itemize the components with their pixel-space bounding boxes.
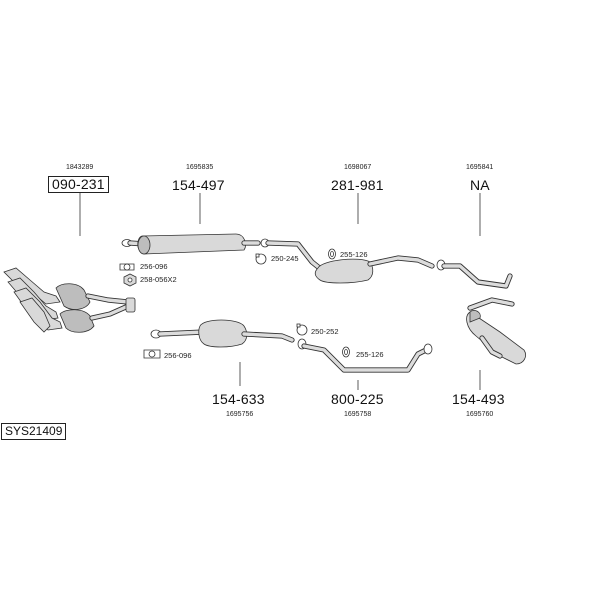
centre-silencer-part[interactable] [260,238,435,284]
part-number-154-497[interactable]: 154-497 [172,177,225,193]
part-number-281-981[interactable]: 281-981 [331,177,384,193]
front-silencer-part[interactable] [121,233,261,255]
gasket-256-096-top-icon[interactable] [119,263,135,271]
fitting-label-255-126-bottom[interactable]: 255-126 [356,350,384,359]
part-number-090-231[interactable]: 090-231 [48,176,109,193]
part-number-na[interactable]: NA [470,177,490,193]
nut-258-056x2-icon[interactable] [123,273,137,287]
centre-pipe-part[interactable] [297,338,433,373]
system-code-label: SYS21409 [1,423,67,440]
fitting-label-256-096-top[interactable]: 256-096 [140,262,168,271]
gasket-256-096-bottom-icon[interactable] [143,349,161,359]
fitting-label-250-252[interactable]: 250-252 [311,327,339,336]
fitting-label-256-096-bottom[interactable]: 256-096 [164,351,192,360]
rear-silencer-part[interactable] [466,297,526,365]
intermediate-silencer-part[interactable] [150,319,295,348]
manifold-catalyst-part[interactable] [3,267,136,333]
fitting-label-255-126-top[interactable]: 255-126 [340,250,368,259]
part-number-154-493[interactable]: 154-493 [452,391,505,407]
ref-1695841: 1695841 [466,164,494,171]
ref-1698067: 1698067 [344,164,372,171]
clamp-250-245-icon[interactable] [255,253,267,265]
clamp-250-252-icon[interactable] [296,323,308,336]
part-number-154-633[interactable]: 154-633 [212,391,265,407]
ref-1695760: 1695760 [466,411,494,418]
gasket-255-126-bottom-icon[interactable] [342,346,350,358]
ref-1695758: 1695758 [344,411,372,418]
fitting-label-250-245[interactable]: 250-245 [271,254,299,263]
part-number-800-225[interactable]: 800-225 [331,391,384,407]
gasket-255-126-top-icon[interactable] [328,248,336,260]
ref-1843289: 1843289 [66,164,94,171]
ref-1695835: 1695835 [186,164,214,171]
fitting-label-258-056x2[interactable]: 258-056X2 [140,275,177,284]
na-pipe-part[interactable] [436,259,513,289]
ref-1695756: 1695756 [226,411,254,418]
